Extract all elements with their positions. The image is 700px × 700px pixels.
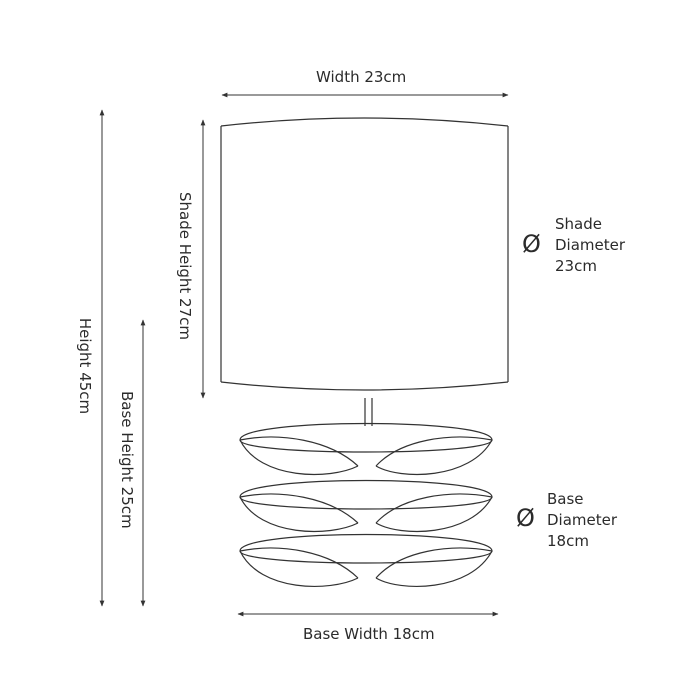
shade-diameter-line1: Shade [555, 215, 602, 233]
base-diameter-line1: Base [547, 490, 584, 508]
lamp-base [239, 422, 493, 588]
base-diameter-line3: 18cm [547, 532, 589, 550]
base-tier-middle [239, 479, 493, 510]
shade-diameter-line3: 23cm [555, 257, 597, 275]
shade-diameter-line2: Diameter [555, 236, 626, 254]
lamp-stem [364, 398, 373, 426]
height-label: Height 45cm [76, 317, 94, 415]
base-height-label: Base Height 25cm [118, 391, 136, 529]
shade-height-label: Shade Height 27cm [176, 191, 194, 341]
base-diameter-line2: Diameter [547, 511, 618, 529]
width-label: Width 23cm [316, 68, 407, 86]
base-diameter-symbol: Ø [516, 504, 535, 532]
base-tier-top [239, 422, 493, 453]
base-tier-bottom [239, 533, 493, 564]
lamp-shade [220, 117, 509, 391]
shade-diameter-symbol: Ø [522, 230, 541, 258]
base-width-label: Base Width 18cm [303, 625, 435, 643]
base-diameter-text: Base Diameter 18cm [547, 489, 617, 552]
shade-diameter-text: Shade Diameter 23cm [555, 214, 625, 277]
